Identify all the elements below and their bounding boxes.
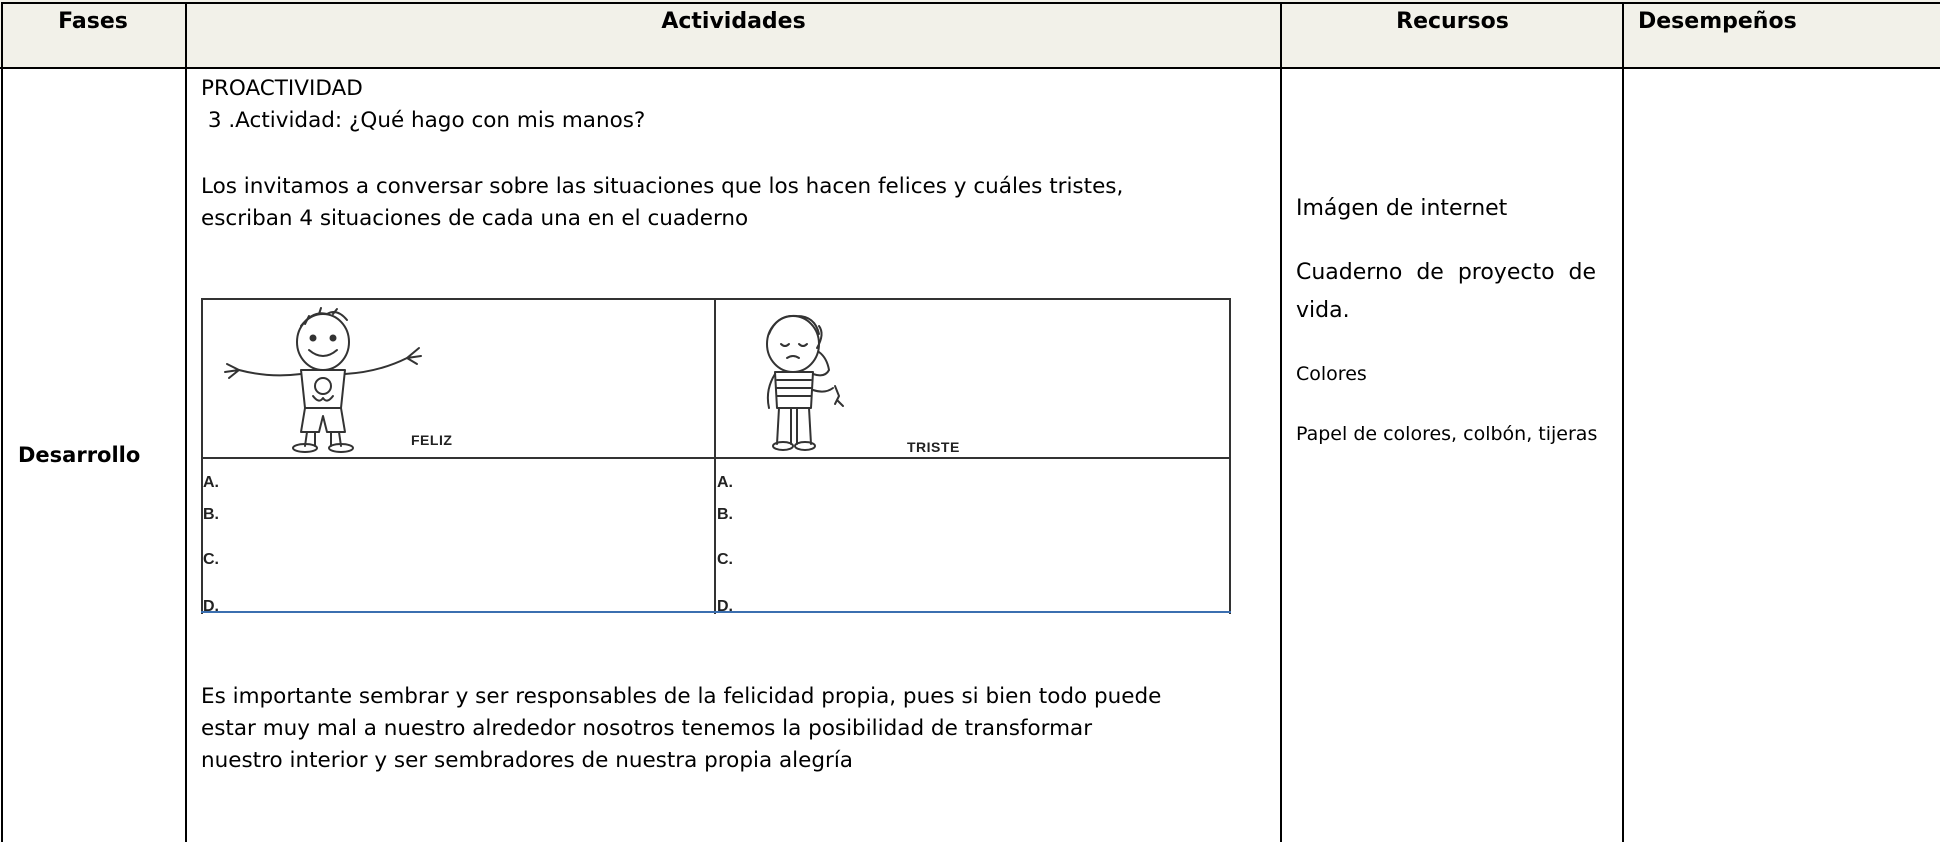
right-letter-d: D. bbox=[717, 598, 733, 611]
closing-line-3: nuestro interior y ser sembradores de nu… bbox=[201, 748, 853, 773]
fase-label: Desarrollo bbox=[18, 443, 141, 467]
resource-paper: Papel de colores, colbón, tijeras bbox=[1296, 423, 1598, 445]
header-fases: Fases bbox=[58, 9, 128, 34]
sad-caption: TRISTE bbox=[907, 439, 960, 455]
activity-section: PROACTIVIDAD bbox=[201, 76, 363, 101]
header-desempenos: Desempeños bbox=[1638, 9, 1797, 34]
image-table-bottom bbox=[201, 611, 1231, 613]
header-divider bbox=[0, 67, 1940, 69]
right-letter-b: B. bbox=[717, 506, 733, 523]
activity-intro-2: escriban 4 situaciones de cada una en el… bbox=[201, 206, 749, 231]
resource-colors: Colores bbox=[1296, 363, 1367, 385]
activity-title: 3 .Actividad: ¿Qué hago con mis manos? bbox=[201, 108, 646, 133]
header-row bbox=[0, 0, 1940, 68]
resource-notebook-line2: vida. bbox=[1296, 298, 1350, 323]
closing-line-2: estar muy mal a nuestro alrededor nosotr… bbox=[201, 716, 1093, 741]
left-letter-c: C. bbox=[203, 551, 219, 568]
image-table-left bbox=[201, 298, 203, 614]
image-table: FELIZ TRISTE A. B. C. D. A. B. bbox=[201, 298, 1231, 614]
happy-caption: FELIZ bbox=[411, 432, 453, 448]
sad-child-image bbox=[766, 314, 844, 451]
header-recursos: Recursos bbox=[1396, 9, 1509, 34]
left-letter-a: A. bbox=[203, 474, 219, 491]
right-letter-c: C. bbox=[717, 551, 733, 568]
resource-notebook-line1: Cuaderno de proyecto de bbox=[1296, 260, 1597, 285]
image-table-right bbox=[1229, 298, 1231, 614]
right-letter-a: A. bbox=[717, 474, 733, 491]
col-divider-3 bbox=[1622, 2, 1624, 842]
col-divider-2 bbox=[1280, 2, 1282, 842]
closing-line-1: Es importante sembrar y ser responsables… bbox=[201, 684, 1162, 709]
image-table-hline bbox=[201, 457, 1231, 459]
happy-child-image bbox=[224, 307, 422, 453]
col-divider-1 bbox=[185, 2, 187, 842]
activity-intro-1: Los invitamos a conversar sobre las situ… bbox=[201, 174, 1124, 199]
image-table-top bbox=[201, 298, 1231, 300]
left-letter-d: D. bbox=[203, 598, 219, 611]
resource-internet-image: Imágen de internet bbox=[1296, 196, 1508, 221]
left-letter-b: B. bbox=[203, 506, 219, 523]
header-actividades: Actividades bbox=[661, 9, 806, 34]
image-table-mid bbox=[714, 298, 716, 614]
